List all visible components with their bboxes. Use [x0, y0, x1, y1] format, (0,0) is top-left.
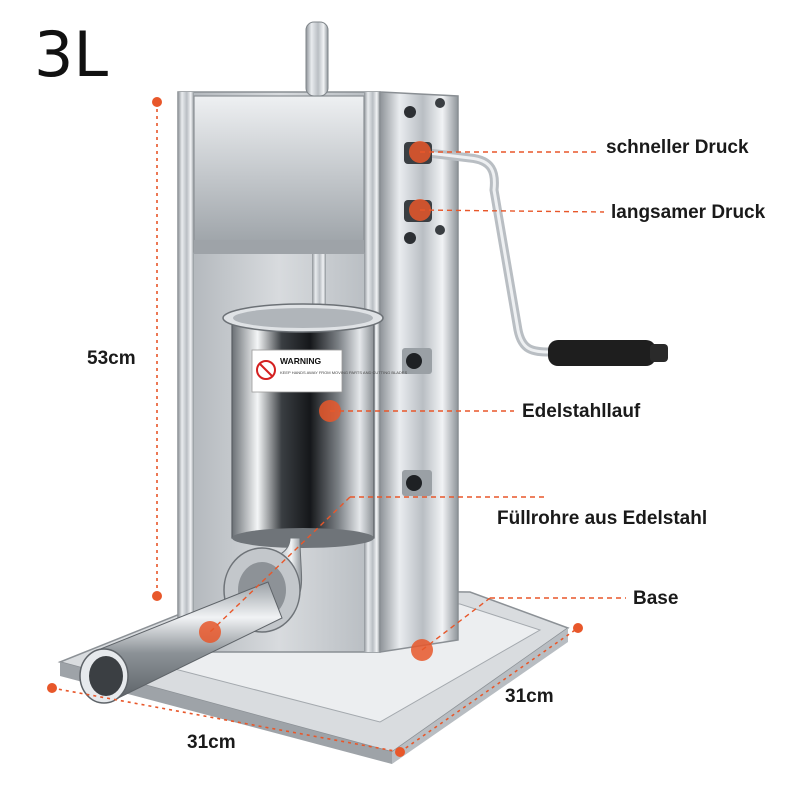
piston-rod — [305, 21, 329, 314]
callout-slow-pressure: langsamer Druck — [611, 202, 766, 223]
warning-text: KEEP HANDS AWAY FROM MOVING PARTS AND CU… — [280, 370, 407, 375]
callout-leaders — [209, 151, 626, 651]
slow-pressure-marker — [409, 199, 431, 221]
dimension-endpoints — [47, 97, 583, 757]
depth-label: 31cm — [505, 686, 554, 707]
dimension-lines — [51, 102, 579, 753]
callout-cylinder: Edelstahllauf — [522, 401, 641, 422]
callout-markers — [199, 141, 433, 661]
cylinder — [222, 303, 384, 548]
filling-tube — [79, 537, 303, 704]
height-label: 53cm — [87, 348, 136, 369]
cylinder-marker — [319, 400, 341, 422]
depth-dimension-line — [399, 627, 579, 753]
base-marker — [411, 639, 433, 661]
width-label: 31cm — [187, 732, 236, 753]
width-dimension-line — [51, 687, 401, 753]
warning-title: WARNING — [280, 356, 321, 366]
capacity-label: 3L — [34, 18, 108, 91]
warning-sticker: WARNING KEEP HANDS AWAY FROM MOVING PART… — [251, 349, 407, 393]
fast-pressure-marker — [409, 141, 431, 163]
callout-fast-pressure: schneller Druck — [606, 137, 749, 158]
callout-filling-tube: Füllrohre aus Edelstahl — [497, 508, 708, 529]
gear-housing — [193, 95, 365, 254]
callout-base: Base — [633, 588, 679, 609]
filling-tube-marker — [199, 621, 221, 643]
